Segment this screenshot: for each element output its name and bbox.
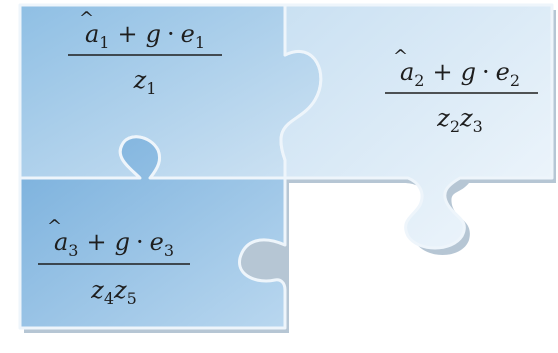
e-subscript: 1 bbox=[195, 33, 205, 52]
z-subscript-2: 5 bbox=[127, 289, 137, 308]
hat-a-subscript: 1 bbox=[99, 33, 109, 52]
hat-accent-bottom-left: ^ bbox=[47, 216, 62, 237]
denominator-top-left: z1 bbox=[133, 66, 157, 98]
e-subscript: 2 bbox=[510, 71, 520, 90]
puzzle-piece-top-right bbox=[279, 3, 554, 250]
plus-sign: + bbox=[117, 20, 137, 48]
hat-a-subscript: 2 bbox=[414, 71, 424, 90]
e-var: e bbox=[150, 228, 164, 256]
g-var: g bbox=[146, 20, 161, 48]
e-var: e bbox=[181, 20, 195, 48]
hat-accent-top-left: ^ bbox=[79, 8, 94, 29]
z-subscript-1: 2 bbox=[450, 117, 460, 136]
dot-operator: · bbox=[136, 228, 144, 256]
denominator-bottom-left: z4z5 bbox=[90, 276, 137, 308]
e-subscript: 3 bbox=[164, 241, 174, 260]
hat-a: a bbox=[54, 228, 68, 256]
hat-a-subscript: 3 bbox=[68, 241, 78, 260]
hat-a: a bbox=[85, 20, 99, 48]
z-subscript-1: 4 bbox=[104, 289, 114, 308]
z-subscript-2: 3 bbox=[473, 117, 483, 136]
plus-sign: + bbox=[432, 58, 452, 86]
numerator-top-left: a1+g·e1 bbox=[85, 20, 205, 52]
formula-bottom-left: a3+g·e3 ^ z4z5 bbox=[38, 216, 190, 308]
g-var: g bbox=[115, 228, 130, 256]
numerator-bottom-left: a3+g·e3 bbox=[54, 228, 174, 260]
e-var: e bbox=[496, 58, 510, 86]
z-subscript: 1 bbox=[146, 79, 156, 98]
hat-a: a bbox=[400, 58, 414, 86]
puzzle-piece-bottom-left bbox=[18, 135, 287, 330]
z-var-1: z bbox=[90, 276, 104, 304]
denominator-top-right: z2z3 bbox=[436, 104, 483, 136]
formula-top-right: a2+g·e2 ^ z2z3 bbox=[385, 46, 538, 136]
g-var: g bbox=[461, 58, 476, 86]
dot-operator: · bbox=[482, 58, 490, 86]
formula-top-left: a1+g·e1 ^ z1 bbox=[68, 8, 222, 98]
plus-sign: + bbox=[86, 228, 106, 256]
dot-operator: · bbox=[167, 20, 175, 48]
numerator-top-right: a2+g·e2 bbox=[400, 58, 520, 90]
z-var-2: z bbox=[113, 276, 127, 304]
z-var: z bbox=[133, 66, 147, 94]
z-var-2: z bbox=[459, 104, 473, 132]
z-var-1: z bbox=[436, 104, 450, 132]
hat-accent-top-right: ^ bbox=[393, 46, 408, 67]
